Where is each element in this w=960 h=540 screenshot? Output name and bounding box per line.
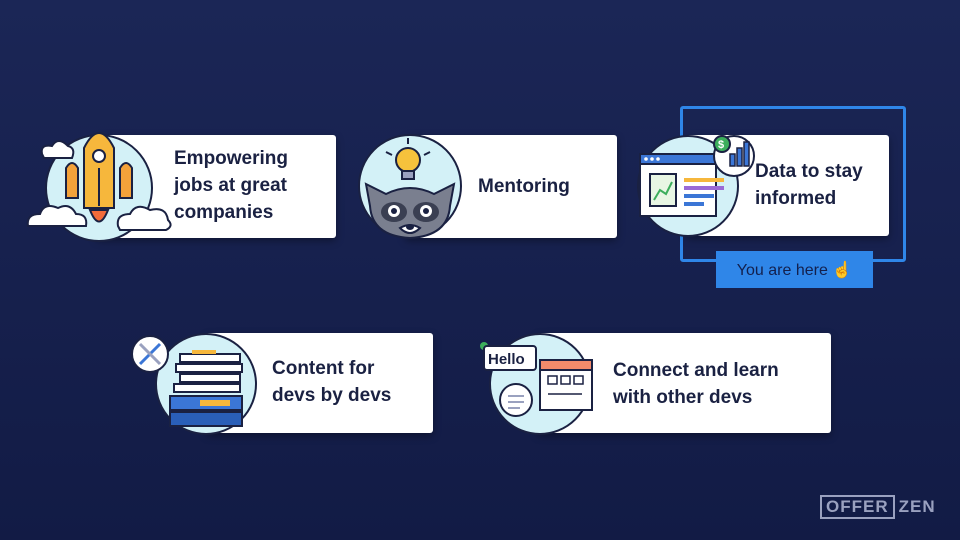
logo-part-plain: ZEN bbox=[898, 497, 936, 516]
chat-calendar-icon: Hello bbox=[478, 332, 598, 436]
logo-part-boxed: OFFER bbox=[820, 495, 895, 519]
card-connect[interactable]: Connect and learn with other devs bbox=[537, 333, 831, 433]
card-label: Content for devs by devs bbox=[272, 358, 392, 406]
card-label: Mentoring bbox=[478, 176, 570, 197]
card-label: Connect and learn with other devs bbox=[613, 360, 779, 408]
raccoon-lightbulb-icon bbox=[356, 134, 466, 240]
dashboard-chart-icon: $ bbox=[636, 132, 756, 240]
hello-bubble-text: Hello bbox=[488, 351, 525, 368]
card-label: Empowering jobs at great companies bbox=[174, 148, 289, 223]
you-are-here-badge: You are here ☝ bbox=[716, 251, 873, 288]
svg-text:$: $ bbox=[718, 139, 724, 151]
rocket-icon bbox=[26, 118, 176, 243]
offerzen-logo: OFFER ZEN bbox=[820, 495, 936, 519]
card-label: Data to stay informed bbox=[755, 161, 863, 209]
books-tools-icon bbox=[130, 333, 260, 438]
